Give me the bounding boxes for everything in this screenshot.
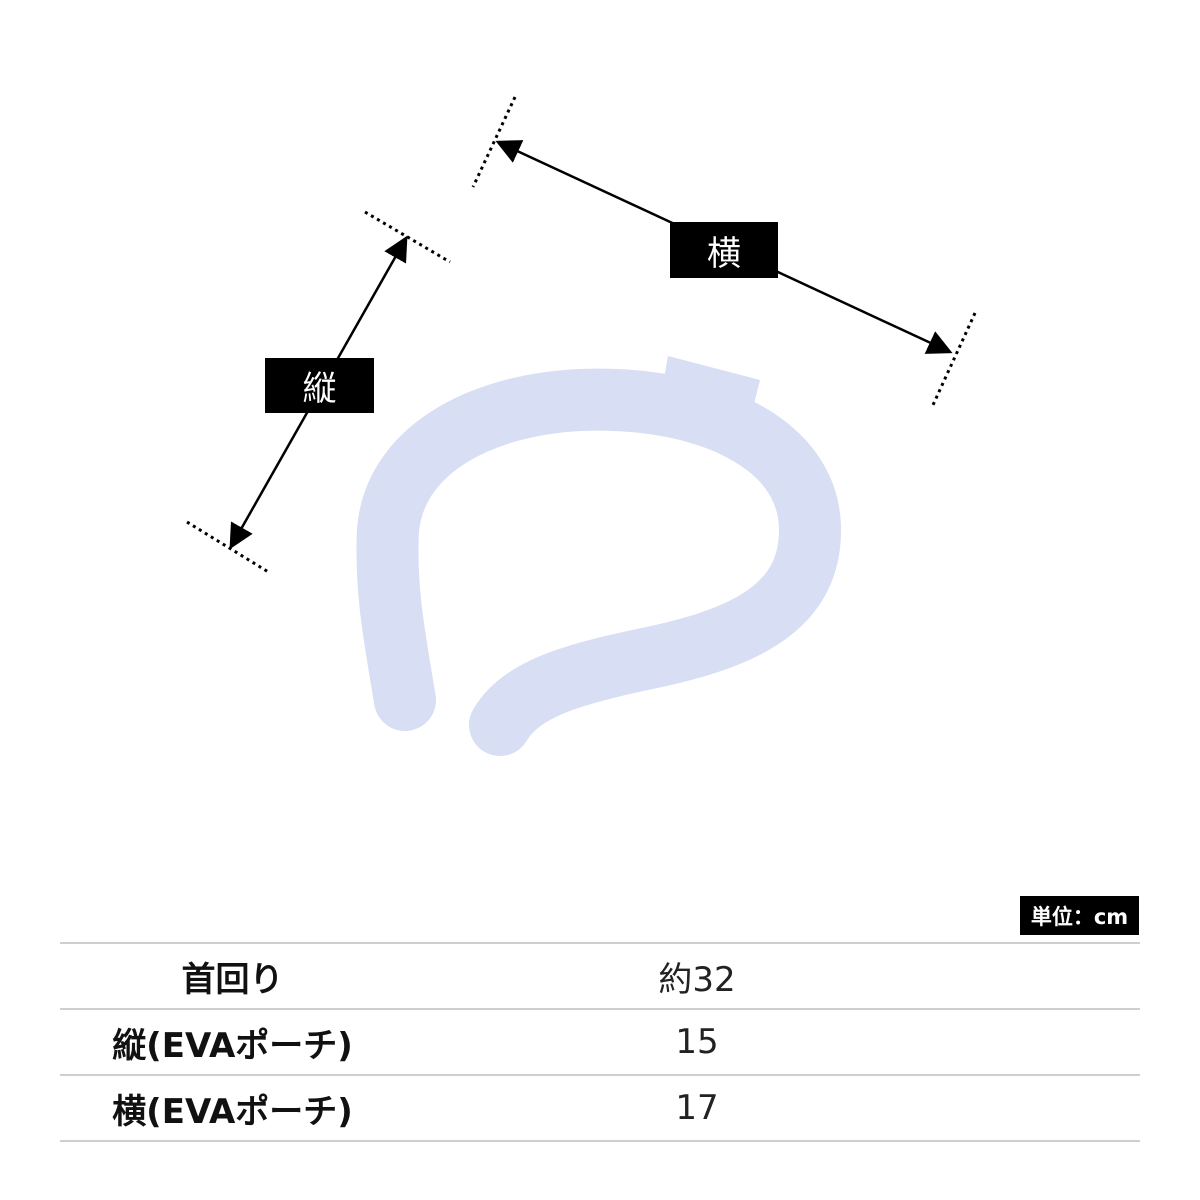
unit-badge: 単位：cm (1020, 896, 1139, 935)
row-value: 約32 (658, 959, 736, 1000)
table-row: 縦(EVAポーチ) 15 (60, 1010, 1140, 1074)
divider (60, 1074, 1140, 1076)
vertical-label: 縦 (265, 358, 374, 413)
divider (60, 1140, 1140, 1142)
row-label: 縦(EVAポーチ) (112, 1025, 353, 1066)
row-value: 15 (675, 1022, 719, 1062)
row-label: 首回り (181, 959, 284, 1000)
row-value: 17 (675, 1088, 719, 1128)
divider (60, 942, 1140, 944)
neck-ring-image (356, 356, 842, 756)
table-row: 首回り 約32 (60, 944, 1140, 1008)
horizontal-label: 横 (670, 222, 778, 278)
table-row: 横(EVAポーチ) 17 (60, 1076, 1140, 1140)
divider (60, 1008, 1140, 1010)
row-label: 横(EVAポーチ) (112, 1091, 353, 1132)
